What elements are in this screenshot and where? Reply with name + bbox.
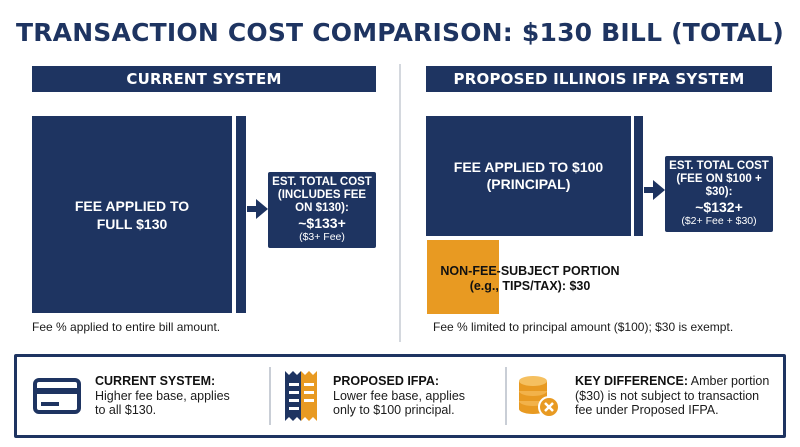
legend-key-line3: fee under Proposed IFPA. [575, 403, 719, 418]
legend-ifpa-line1: Lower fee base, applies [333, 388, 466, 403]
legend-separator [269, 367, 271, 425]
legend-current-line2: to all $130. [95, 403, 157, 418]
proposed-total-cost-box: EST. TOTAL COST (FEE ON $100 + $30): ~$1… [665, 156, 773, 232]
page-title: TRANSACTION COST COMPARISON: $130 BILL (… [15, 18, 785, 47]
proposed-cost-value: ~$132+ [695, 199, 743, 215]
current-cost-line3: ON $130): [295, 202, 349, 214]
legend-separator [505, 367, 507, 425]
proposed-cost-line1: EST. TOTAL COST [669, 160, 769, 172]
current-cost-value: ~$133+ [298, 215, 346, 231]
column-divider [399, 64, 401, 342]
current-total-cost-box: EST. TOTAL COST (INCLUDES FEE ON $130): … [268, 172, 376, 248]
current-system-header: CURRENT SYSTEM [32, 66, 376, 92]
current-fee-bar [236, 116, 246, 313]
coins-exempt-icon [519, 376, 560, 418]
proposed-fee-bar [634, 116, 643, 236]
current-cost-note: ($3+ Fee) [299, 231, 345, 243]
current-cost-line1: EST. TOTAL COST [272, 176, 372, 188]
current-fee-line2: FULL $130 [96, 215, 168, 232]
non-fee-subject-label: NON-FEE-SUBJECT PORTION (e.g., TIPS/TAX)… [427, 264, 633, 294]
legend-panel: CURRENT SYSTEM: Higher fee base, applies… [14, 354, 786, 438]
current-cost-line2: (INCLUDES FEE [277, 189, 367, 201]
proposed-cost-line2: (FEE ON $100 + [676, 173, 762, 185]
credit-card-icon [33, 378, 81, 414]
non-fee-line2: (e.g., TIPS/TAX): $30 [469, 279, 591, 293]
proposed-cost-line3: $30): [705, 186, 733, 198]
legend-key-difference: KEY DIFFERENCE: Amber portion ($30) is n… [517, 357, 785, 435]
legend-current-line1: Higher fee base, applies [95, 388, 230, 403]
non-fee-subject-box [427, 240, 499, 314]
legend-ifpa-line2: only to $100 principal. [333, 403, 455, 418]
current-fee-box: FEE APPLIED TO FULL $130 [32, 116, 232, 313]
proposed-fee-box: FEE APPLIED TO $100 (PRINCIPAL) [426, 116, 631, 236]
current-caption: Fee % applied to entire bill amount. [32, 320, 221, 334]
legend-ifpa-title: PROPOSED IFPA: [333, 374, 440, 389]
legend-key-line2: ($30) is not subject to transaction [575, 388, 760, 403]
proposed-cost-note: ($2+ Fee + $30) [681, 215, 757, 227]
non-fee-line1: NON-FEE-SUBJECT PORTION [440, 264, 620, 278]
current-fee-line1: FEE APPLIED TO [74, 197, 190, 214]
legend-ifpa: PROPOSED IFPA: Lower fee base, applies o… [283, 357, 513, 435]
receipt-icon [285, 371, 317, 421]
legend-current-title: CURRENT SYSTEM: [95, 374, 216, 389]
proposed-fee-line2: (PRINCIPAL) [486, 176, 571, 192]
proposed-caption: Fee % limited to principal amount ($100)… [433, 320, 734, 334]
legend-key-line1: Amber portion [687, 374, 770, 389]
arrow-right-icon [644, 180, 665, 200]
legend-current: CURRENT SYSTEM: Higher fee base, applies… [33, 357, 265, 435]
legend-key-title: KEY DIFFERENCE: [575, 374, 688, 389]
proposed-system-header: PROPOSED ILLINOIS IFPA SYSTEM [426, 66, 772, 92]
arrow-right-icon [247, 199, 268, 219]
proposed-fee-line1: FEE APPLIED TO $100 [453, 159, 604, 175]
